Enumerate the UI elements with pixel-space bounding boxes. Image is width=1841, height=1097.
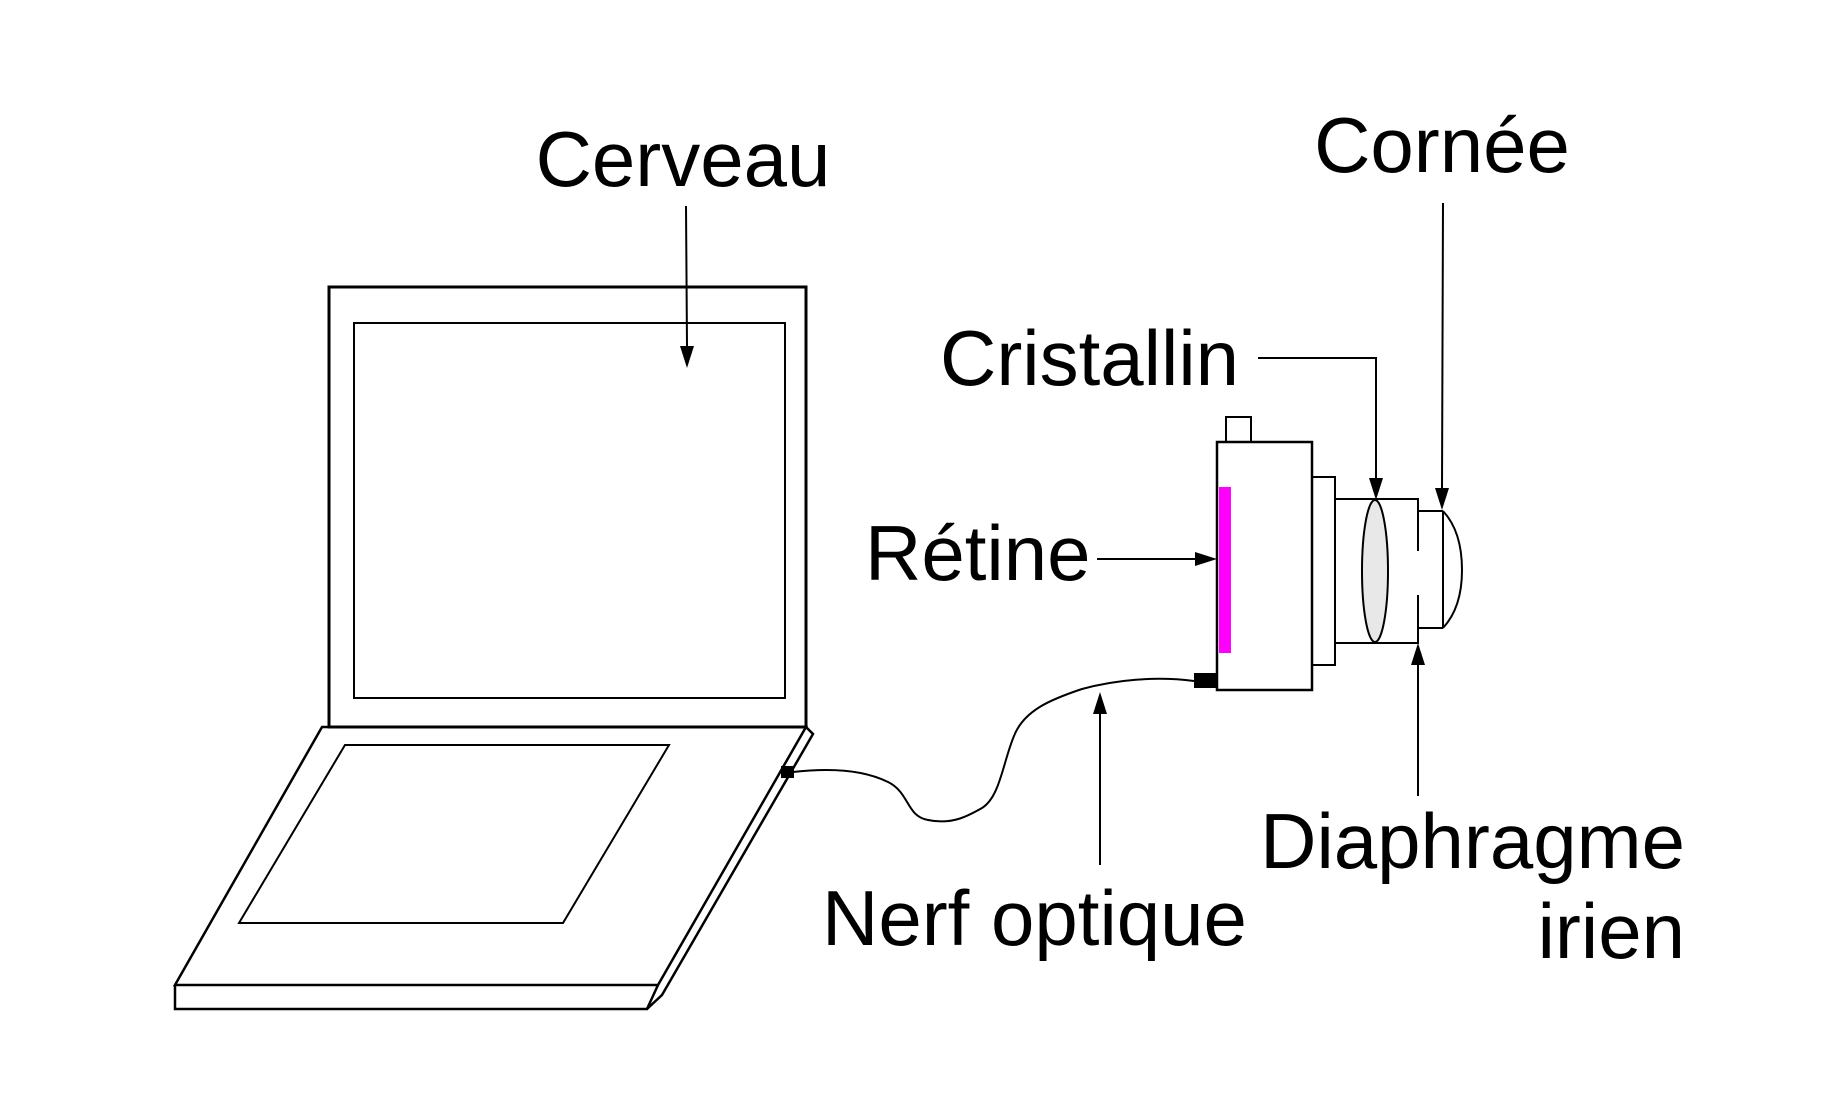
cornea-mount (1418, 510, 1443, 629)
nerf-optique-arrow-head (1093, 692, 1107, 714)
retina-bar (1219, 487, 1231, 653)
camera-top-bump (1225, 416, 1252, 443)
lens-step-ring (1311, 476, 1336, 666)
laptop-base-right-edge (646, 726, 815, 1010)
laptop (172, 285, 815, 1011)
cristallin-leader-line (1258, 357, 1377, 478)
laptop-keyboard-area (237, 744, 671, 924)
diaphragme-irien-label-line2: irien (1538, 887, 1685, 975)
cerveau-arrow-line (685, 205, 688, 347)
optic-nerve-cable (792, 677, 1195, 823)
camera (1215, 416, 1464, 692)
iris-aperture-gap (1413, 551, 1422, 595)
cornee-arrow-head (1435, 488, 1449, 510)
laptop-base-top-face (172, 725, 809, 987)
laptop-base-front-slab (173, 984, 660, 1011)
cornea-curve (1442, 510, 1464, 629)
cerveau-label: Cerveau (536, 115, 831, 203)
cristallin-arrow-head (1369, 478, 1383, 500)
camera-body (1215, 440, 1314, 692)
crystalline-lens-ellipse (1361, 499, 1389, 643)
cornee-label: Cornée (1314, 101, 1570, 189)
retine-arrow-head (1195, 552, 1217, 566)
retine-label: Rétine (865, 509, 1090, 597)
cornee-arrow-line (1441, 202, 1444, 489)
diaphragme-irien-label-line1: Diaphragme (1260, 797, 1685, 885)
camera-port-connector (1194, 673, 1218, 688)
cristallin-label: Cristallin (940, 314, 1239, 402)
arrows (680, 202, 1449, 865)
laptop-screen-inner-display (353, 322, 786, 699)
laptop-screen-outer-frame (327, 285, 808, 729)
diaphragme-arrow-head (1411, 643, 1425, 665)
laptop-port-connector (781, 766, 794, 778)
cerveau-arrow-head (680, 346, 694, 368)
nerf-optique-label: Nerf optique (822, 874, 1247, 962)
